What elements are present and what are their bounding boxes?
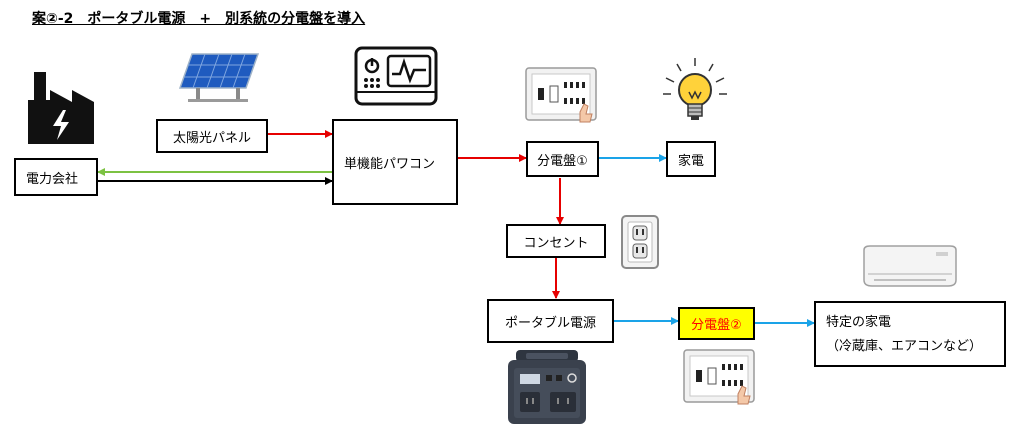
specific-appliances-box: 特定の家電 （冷蔵庫、エアコンなど）	[814, 301, 1006, 367]
power-conditioner-icon	[354, 46, 438, 106]
light-bulb-icon	[663, 58, 727, 120]
wall-outlet-icon	[621, 215, 659, 269]
portable-battery-icon	[508, 350, 586, 424]
outlet-box: コンセント	[506, 224, 606, 258]
solar-panel-icon	[178, 53, 260, 102]
panel1-box: 分電盤①	[526, 141, 599, 177]
air-conditioner-icon	[863, 245, 957, 287]
power-company-box: 電力会社	[14, 158, 98, 196]
portable-power-box: ポータブル電源	[487, 299, 614, 343]
breaker-panel-icon	[683, 349, 755, 405]
breaker-panel-icon	[525, 67, 597, 123]
pcs-box: 単機能パワコン	[332, 119, 458, 205]
diagram-title: 案②-2 ポータブル電源 + 別系統の分電盤を導入	[32, 11, 366, 27]
specific-appliances-examples: （冷蔵庫、エアコンなど）	[826, 339, 983, 354]
panel2-box: 分電盤②	[678, 307, 755, 340]
specific-appliances-label: 特定の家電	[826, 315, 892, 330]
solar-panel-box: 太陽光パネル	[156, 119, 268, 153]
factory-icon	[28, 72, 94, 144]
appliances-box: 家電	[666, 141, 716, 177]
